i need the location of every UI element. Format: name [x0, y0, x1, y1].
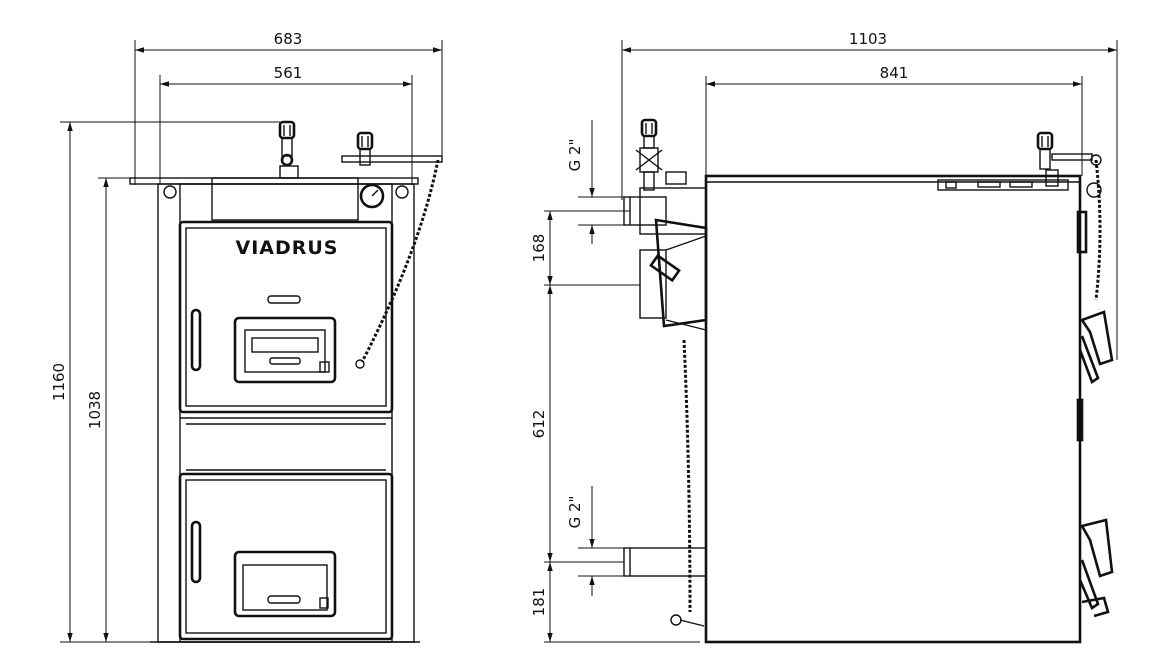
outlet-pipe: [623, 187, 707, 235]
boiler-front-body: VIADRUS: [129, 177, 420, 643]
dim-inlet-height: 181: [530, 561, 700, 643]
dim-outlet-thread-label: G 2": [566, 139, 584, 172]
safety-valve-right: [341, 131, 443, 166]
dim-outlet-spacing: 168: [530, 210, 640, 286]
dim-683-label: 683: [274, 30, 303, 48]
dim-inlet-to-outlet: 612: [530, 285, 553, 562]
draught-regulator: [639, 218, 708, 331]
dim-outlet-thread: G 2": [566, 120, 630, 244]
dim-612-label: 612: [530, 410, 548, 439]
front-view: 683 561 1160 1038: [50, 30, 443, 643]
mount-hole-icon: [395, 185, 409, 199]
dim-width-overall: 683: [134, 30, 443, 185]
dim-1103-label: 1103: [849, 30, 887, 48]
safety-valve-left: [278, 120, 299, 179]
side-chain-front: [682, 339, 692, 613]
dim-841-label: 841: [880, 64, 909, 82]
dim-depth-overall: 1103: [621, 30, 1118, 360]
side-chain-rear: [1094, 159, 1102, 301]
thermometer-gauge: [359, 183, 385, 209]
inlet-pipe: [623, 547, 707, 577]
gauge-icon: [359, 183, 385, 209]
mount-hole-icon: [163, 185, 177, 199]
dim-1038-label: 1038: [86, 391, 104, 429]
dim-height-overall: 1160: [50, 121, 280, 643]
dim-1160-label: 1160: [50, 363, 68, 401]
dim-width-inner: 561: [159, 64, 413, 185]
dim-561-label: 561: [274, 64, 303, 82]
side-view: 1103 841 G 2" 168 612: [530, 30, 1118, 644]
draught-chain: [360, 159, 440, 363]
dim-depth-body: 841: [705, 64, 1083, 176]
dim-inlet-thread: G 2": [566, 486, 630, 596]
brand-logo: VIADRUS: [236, 237, 339, 259]
dim-181-label: 181: [530, 588, 548, 617]
dim-168-label: 168: [530, 234, 548, 263]
mixing-valve: [635, 118, 687, 191]
safety-valve-side: [1036, 131, 1093, 187]
dim-height-body: 1038: [86, 177, 185, 642]
dim-inlet-thread-label: G 2": [566, 496, 584, 529]
boiler-side-body: [704, 174, 1114, 644]
